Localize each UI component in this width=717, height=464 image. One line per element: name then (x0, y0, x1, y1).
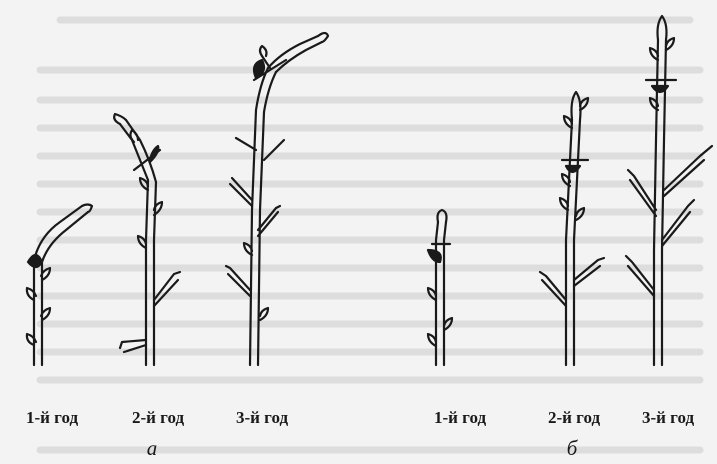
label-a-year2: 2-й год (132, 408, 184, 428)
label-b-year2: 2-й год (548, 408, 600, 428)
shoot-a-year3 (226, 33, 328, 365)
group-letter-b: б (567, 436, 578, 461)
label-b-year1: 1-й год (434, 408, 486, 428)
label-b-year3: 3-й год (642, 408, 694, 428)
label-a-year1: 1-й год (26, 408, 78, 428)
label-a-year3: 3-й год (236, 408, 288, 428)
shoot-b-year1 (428, 210, 452, 365)
group-letter-a: а (147, 436, 158, 461)
bleed-through-lines (40, 20, 700, 450)
shoot-a-year1 (27, 205, 92, 366)
